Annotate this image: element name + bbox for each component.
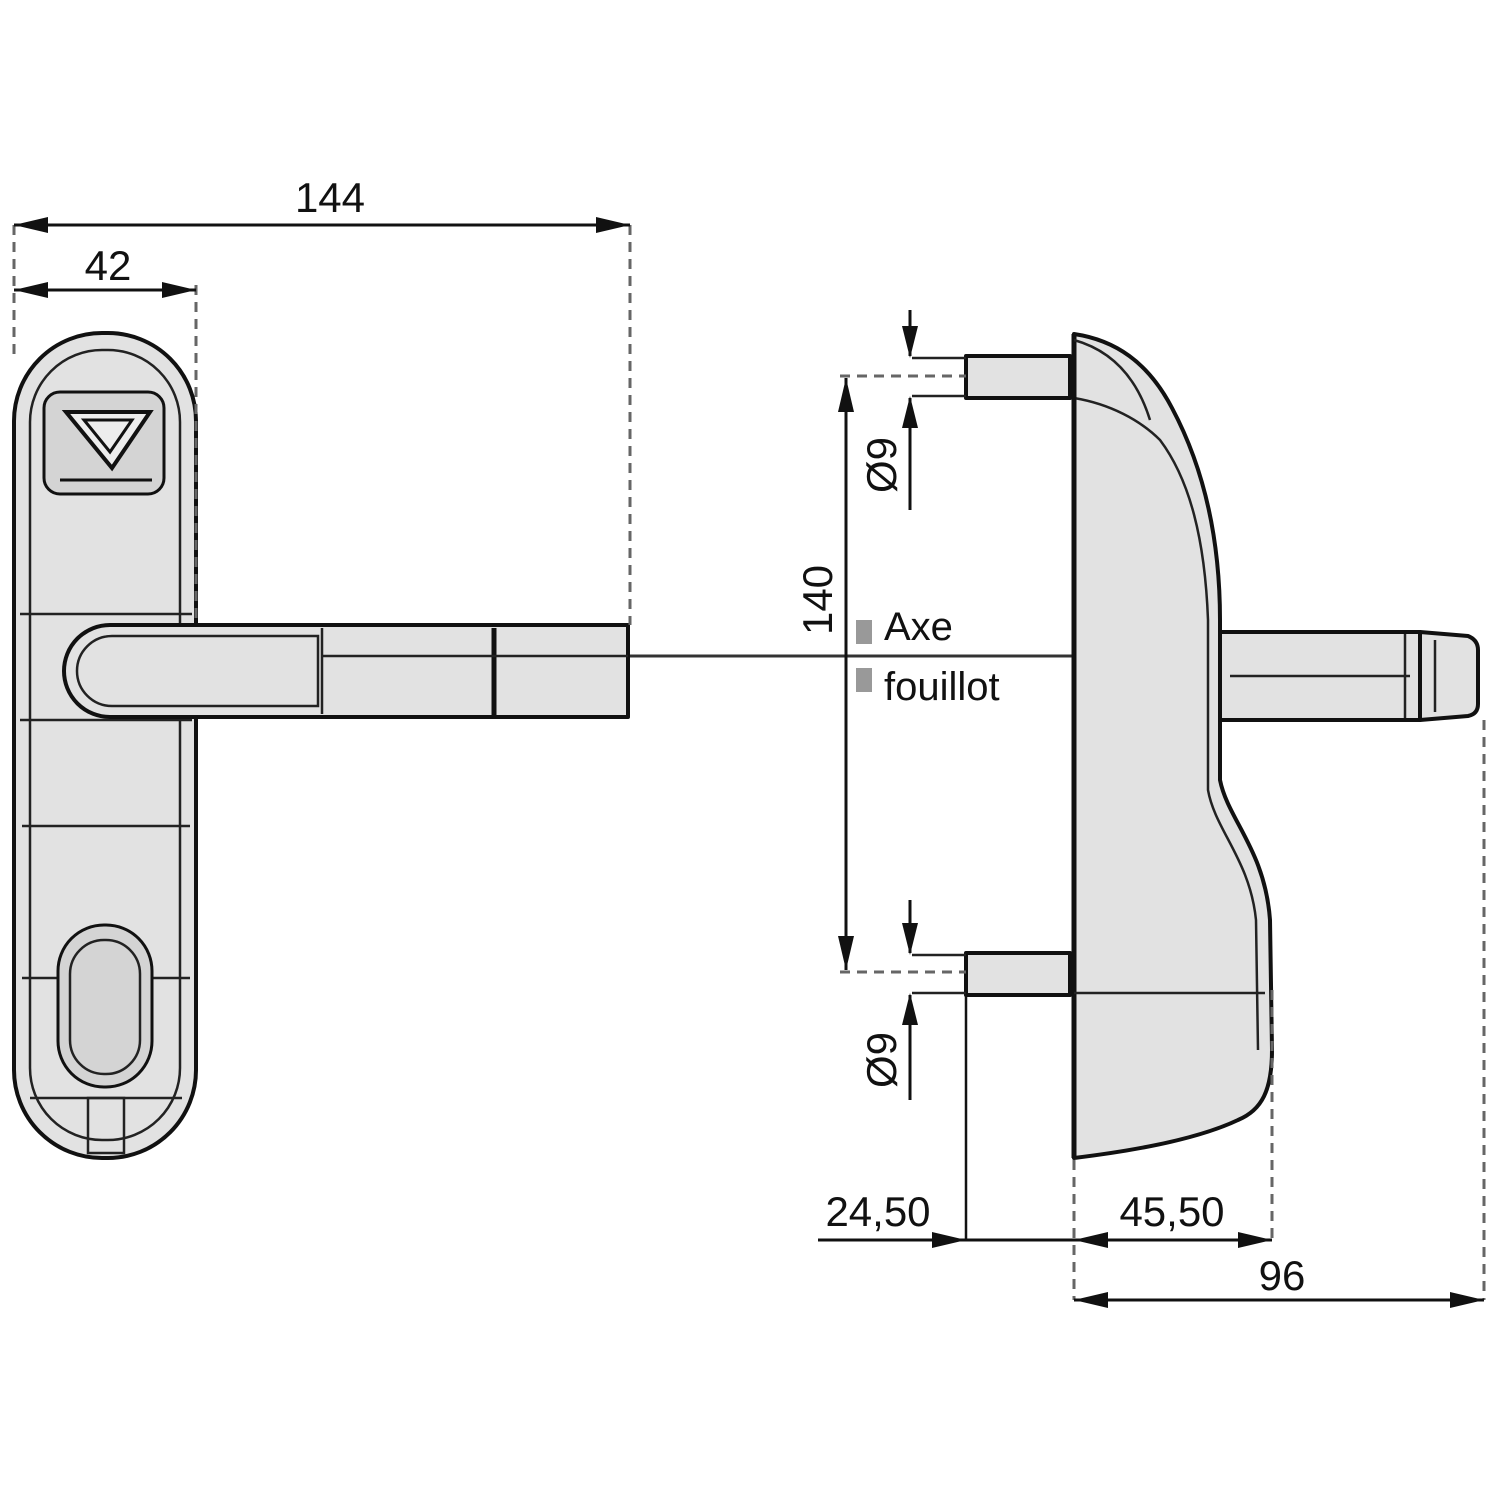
fixing-stud-bottom [964, 951, 1072, 997]
front-view [12, 331, 630, 1160]
back-plate [12, 331, 198, 1160]
side-view [912, 332, 1480, 1160]
dimension-96: 96 [1074, 1252, 1484, 1308]
dimension-24-50: 24,50 [818, 1188, 1108, 1248]
back-plate-inner-outline [28, 348, 182, 1142]
rose-inner-contour [1073, 396, 1260, 1051]
dimension-42: 42 [14, 242, 196, 298]
rose-lip [1073, 338, 1152, 421]
rose-body [1072, 332, 1274, 1160]
dimension-label: 24,50 [825, 1188, 930, 1235]
plate-foot [86, 1096, 126, 1155]
lever-inner-outline [75, 634, 320, 708]
dimension-label: 140 [794, 565, 841, 635]
dimension-label: Ø9 [858, 437, 905, 493]
dimension-140: 140 [794, 378, 854, 970]
lever-side-tip [1418, 630, 1480, 722]
dimension-label: 96 [1259, 1252, 1306, 1299]
lever-handle [62, 623, 630, 719]
dimension-45-50: 45,50 [1074, 1188, 1272, 1248]
cylinder-cutout-inner [68, 938, 142, 1076]
dimension-label: 144 [295, 174, 365, 221]
dimension-144: 144 [14, 174, 630, 233]
axis-label-line1: Axe [884, 605, 953, 649]
axis-label-line2: fouillot [884, 665, 1000, 709]
dimension-diameter-top: Ø9 [858, 310, 918, 510]
brand-logo-icon [60, 410, 154, 482]
dimension-label: 42 [85, 242, 132, 289]
cylinder-cutout [56, 923, 154, 1089]
axis-marker [856, 620, 872, 692]
dimension-diameter-bottom: Ø9 [858, 900, 918, 1100]
dimension-label: Ø9 [858, 1032, 905, 1088]
fixing-stud-top [964, 354, 1072, 400]
dimension-label: 45,50 [1119, 1188, 1224, 1235]
